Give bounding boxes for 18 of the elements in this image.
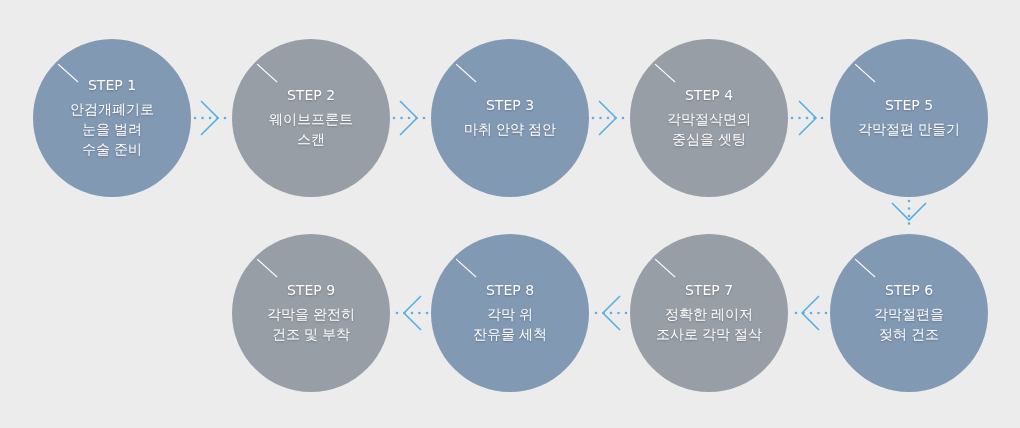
step-label: STEP 8	[485, 282, 535, 298]
step-description: 정확한 레이저 조사로 각막 절삭	[654, 305, 764, 344]
step-description: 각막절삭면의 중심을 셋팅	[666, 110, 752, 149]
step-description: 각막절편을 젖혀 건조	[873, 305, 945, 344]
step-description: 각막절편 만들기	[857, 120, 961, 139]
step-label: STEP 2	[286, 87, 336, 103]
step-description: 웨이브프론트 스캔	[268, 110, 354, 149]
step-description: 각막 위 잔유물 세척	[471, 305, 549, 344]
step-label: STEP 1	[87, 77, 137, 93]
step-label: STEP 6	[884, 282, 934, 298]
step-label: STEP 4	[684, 87, 734, 103]
step-label: STEP 5	[884, 97, 934, 113]
step-description: 안검개폐기로 눈을 벌려 수술 준비	[69, 100, 155, 159]
step-label: STEP 9	[286, 282, 336, 298]
step-description: 각막을 완전히 건조 및 부착	[265, 305, 357, 344]
step-label: STEP 7	[684, 282, 734, 298]
step-description: 마취 안약 점안	[463, 120, 557, 139]
step-label: STEP 3	[485, 97, 535, 113]
